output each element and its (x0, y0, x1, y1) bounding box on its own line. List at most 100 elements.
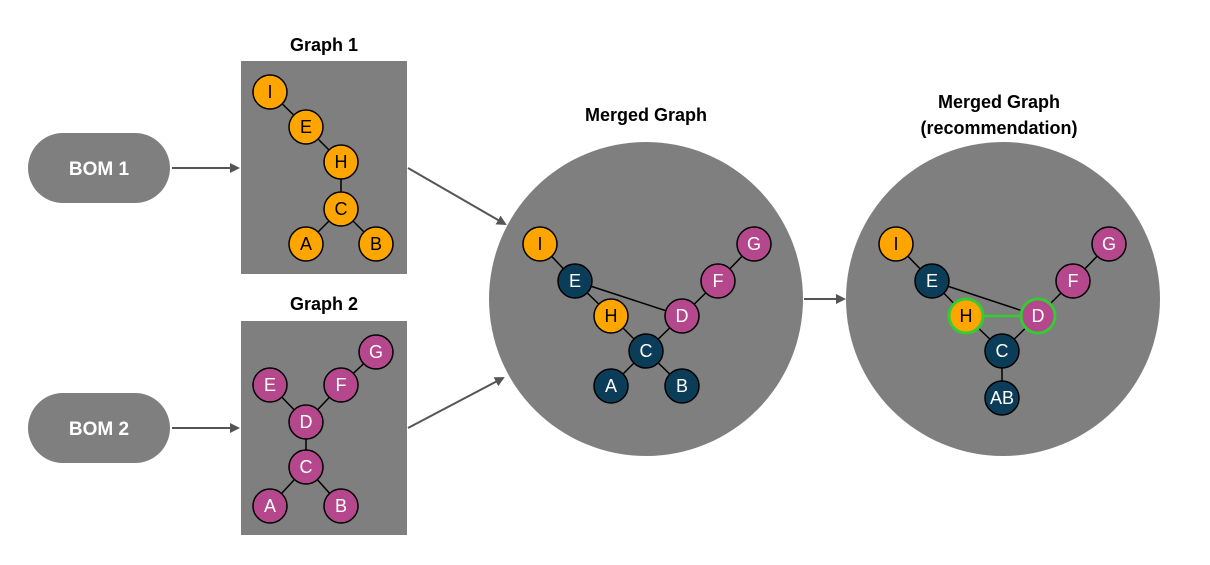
recommendation-node-h-label: H (960, 306, 973, 326)
recommendation-node-i-label: I (893, 234, 898, 254)
merged-node-b: B (664, 368, 700, 404)
merged-edge-e-d (574, 280, 683, 317)
graph1-node-c-circle (323, 191, 359, 227)
recommendation-node-i-circle (878, 226, 914, 262)
graph2-node-e: E (252, 367, 288, 403)
graph2-node-f: F (323, 367, 359, 403)
recommendation-node-c-circle (984, 333, 1020, 369)
merged-node-h-circle (593, 298, 629, 334)
graph1-node-i-label: I (267, 82, 272, 102)
graph2-title: Graph 2 (290, 294, 358, 314)
merged-node-i: I (522, 226, 558, 262)
recommendation-node-c-label: C (996, 341, 1009, 361)
recommendation-title-line1: Merged Graph (938, 92, 1060, 112)
graph2-node-a: A (252, 488, 288, 524)
recommendation-node-g-circle (1091, 226, 1127, 262)
recommendation-node-c: C (984, 333, 1020, 369)
merged-node-e: E (557, 263, 593, 299)
recommendation-node-h-circle (947, 297, 985, 335)
graph2-node-c-label: C (300, 457, 313, 477)
graph2-node-g-label: G (369, 342, 383, 362)
recommendation-node-e: E (914, 263, 950, 299)
graph2-node-f-label: F (336, 375, 347, 395)
recommendation-node-e-label: E (926, 271, 938, 291)
merged-node-a: A (593, 368, 629, 404)
graph2-node-e-label: E (264, 375, 276, 395)
recommendation-node-g: G (1091, 226, 1127, 262)
graph1-node-h-circle (323, 144, 359, 180)
merged-node-i-label: I (537, 234, 542, 254)
recommendation-node-i: I (878, 226, 914, 262)
graph2-node-b-label: B (335, 496, 347, 516)
graph1-node-h: H (323, 144, 359, 180)
merged-node-i-circle (522, 226, 558, 262)
recommendation-node-h: H (947, 297, 985, 335)
recommendation-node-e-circle (914, 263, 950, 299)
graph2-node-f-circle (323, 367, 359, 403)
merged-node-c-circle (628, 333, 664, 369)
merged-node-c: C (628, 333, 664, 369)
merged-node-a-circle (593, 368, 629, 404)
recommendation-graph-panel (846, 142, 1160, 456)
graph2-network: G E F D C A B (252, 334, 394, 524)
graph1-node-e-label: E (300, 117, 312, 137)
recommendation-edge-e-d (931, 280, 1039, 317)
graph1-node-i-circle (252, 74, 288, 110)
graph2-node-a-circle (252, 488, 288, 524)
bom2-label: BOM 2 (69, 419, 129, 440)
graph1-node-b: B (358, 226, 394, 262)
graph1-node-b-label: B (370, 234, 382, 254)
merged-node-h: H (593, 298, 629, 334)
graph1-node-h-label: H (335, 152, 348, 172)
graph1-node-a-label: A (300, 234, 312, 254)
merged-node-f: F (700, 263, 736, 299)
merged-node-b-circle (664, 368, 700, 404)
merged-node-f-circle (700, 263, 736, 299)
graph2-node-d: D (288, 404, 324, 440)
merged-graph-panel (489, 142, 803, 456)
merged-node-a-label: A (605, 376, 617, 396)
recommendation-node-f-circle (1055, 263, 1091, 299)
graph2-node-c-circle (288, 449, 324, 485)
merged-node-g: G (736, 226, 772, 262)
merged-graph-network: I E H DFG C A B (522, 226, 772, 404)
recommendation-node-d-circle (1019, 297, 1057, 335)
merged-node-e-label: E (569, 271, 581, 291)
recommendation-node-f: F (1055, 263, 1091, 299)
bom2-pill: BOM 2 (28, 393, 170, 463)
graph1-node-a: A (288, 226, 324, 262)
graph2-node-a-label: A (264, 496, 276, 516)
graph1-node-e: E (288, 109, 324, 145)
merged-node-d-label: D (676, 306, 689, 326)
graph2-node-d-circle (288, 404, 324, 440)
recommendation-graph-network: I E H DF G C AB (878, 226, 1127, 416)
graph2-node-b-circle (323, 488, 359, 524)
graph2-node-b: B (323, 488, 359, 524)
merged-node-e-circle (557, 263, 593, 299)
graph1-title: Graph 1 (290, 35, 358, 55)
graph2-node-g: G (358, 334, 394, 370)
merged-node-d-circle (664, 298, 700, 334)
merged-node-d: D (664, 298, 700, 334)
graph2-node-d-label: D (300, 412, 313, 432)
graph1-node-e-circle (288, 109, 324, 145)
recommendation-title-line2: (recommendation) (920, 118, 1077, 138)
graph1-node-i: I (252, 74, 288, 110)
arrow-graph2-to-merged (407, 377, 505, 429)
recommendation-node-d: D (1019, 297, 1057, 335)
bom1-pill: BOM 1 (28, 133, 170, 203)
recommendation-node-ab: AB (984, 380, 1020, 416)
graph2-node-g-circle (358, 334, 394, 370)
recommendation-node-f-label: F (1068, 271, 1079, 291)
graph1-node-b-circle (358, 226, 394, 262)
recommendation-node-ab-label: AB (990, 388, 1014, 408)
merged-node-g-label: G (747, 234, 761, 254)
merged-node-c-label: C (640, 341, 653, 361)
recommendation-node-g-label: G (1102, 234, 1116, 254)
merged-node-h-label: H (605, 306, 618, 326)
arrow-graph1-to-merged (407, 167, 507, 225)
merged-node-g-circle (736, 226, 772, 262)
graph2-node-c: C (288, 449, 324, 485)
